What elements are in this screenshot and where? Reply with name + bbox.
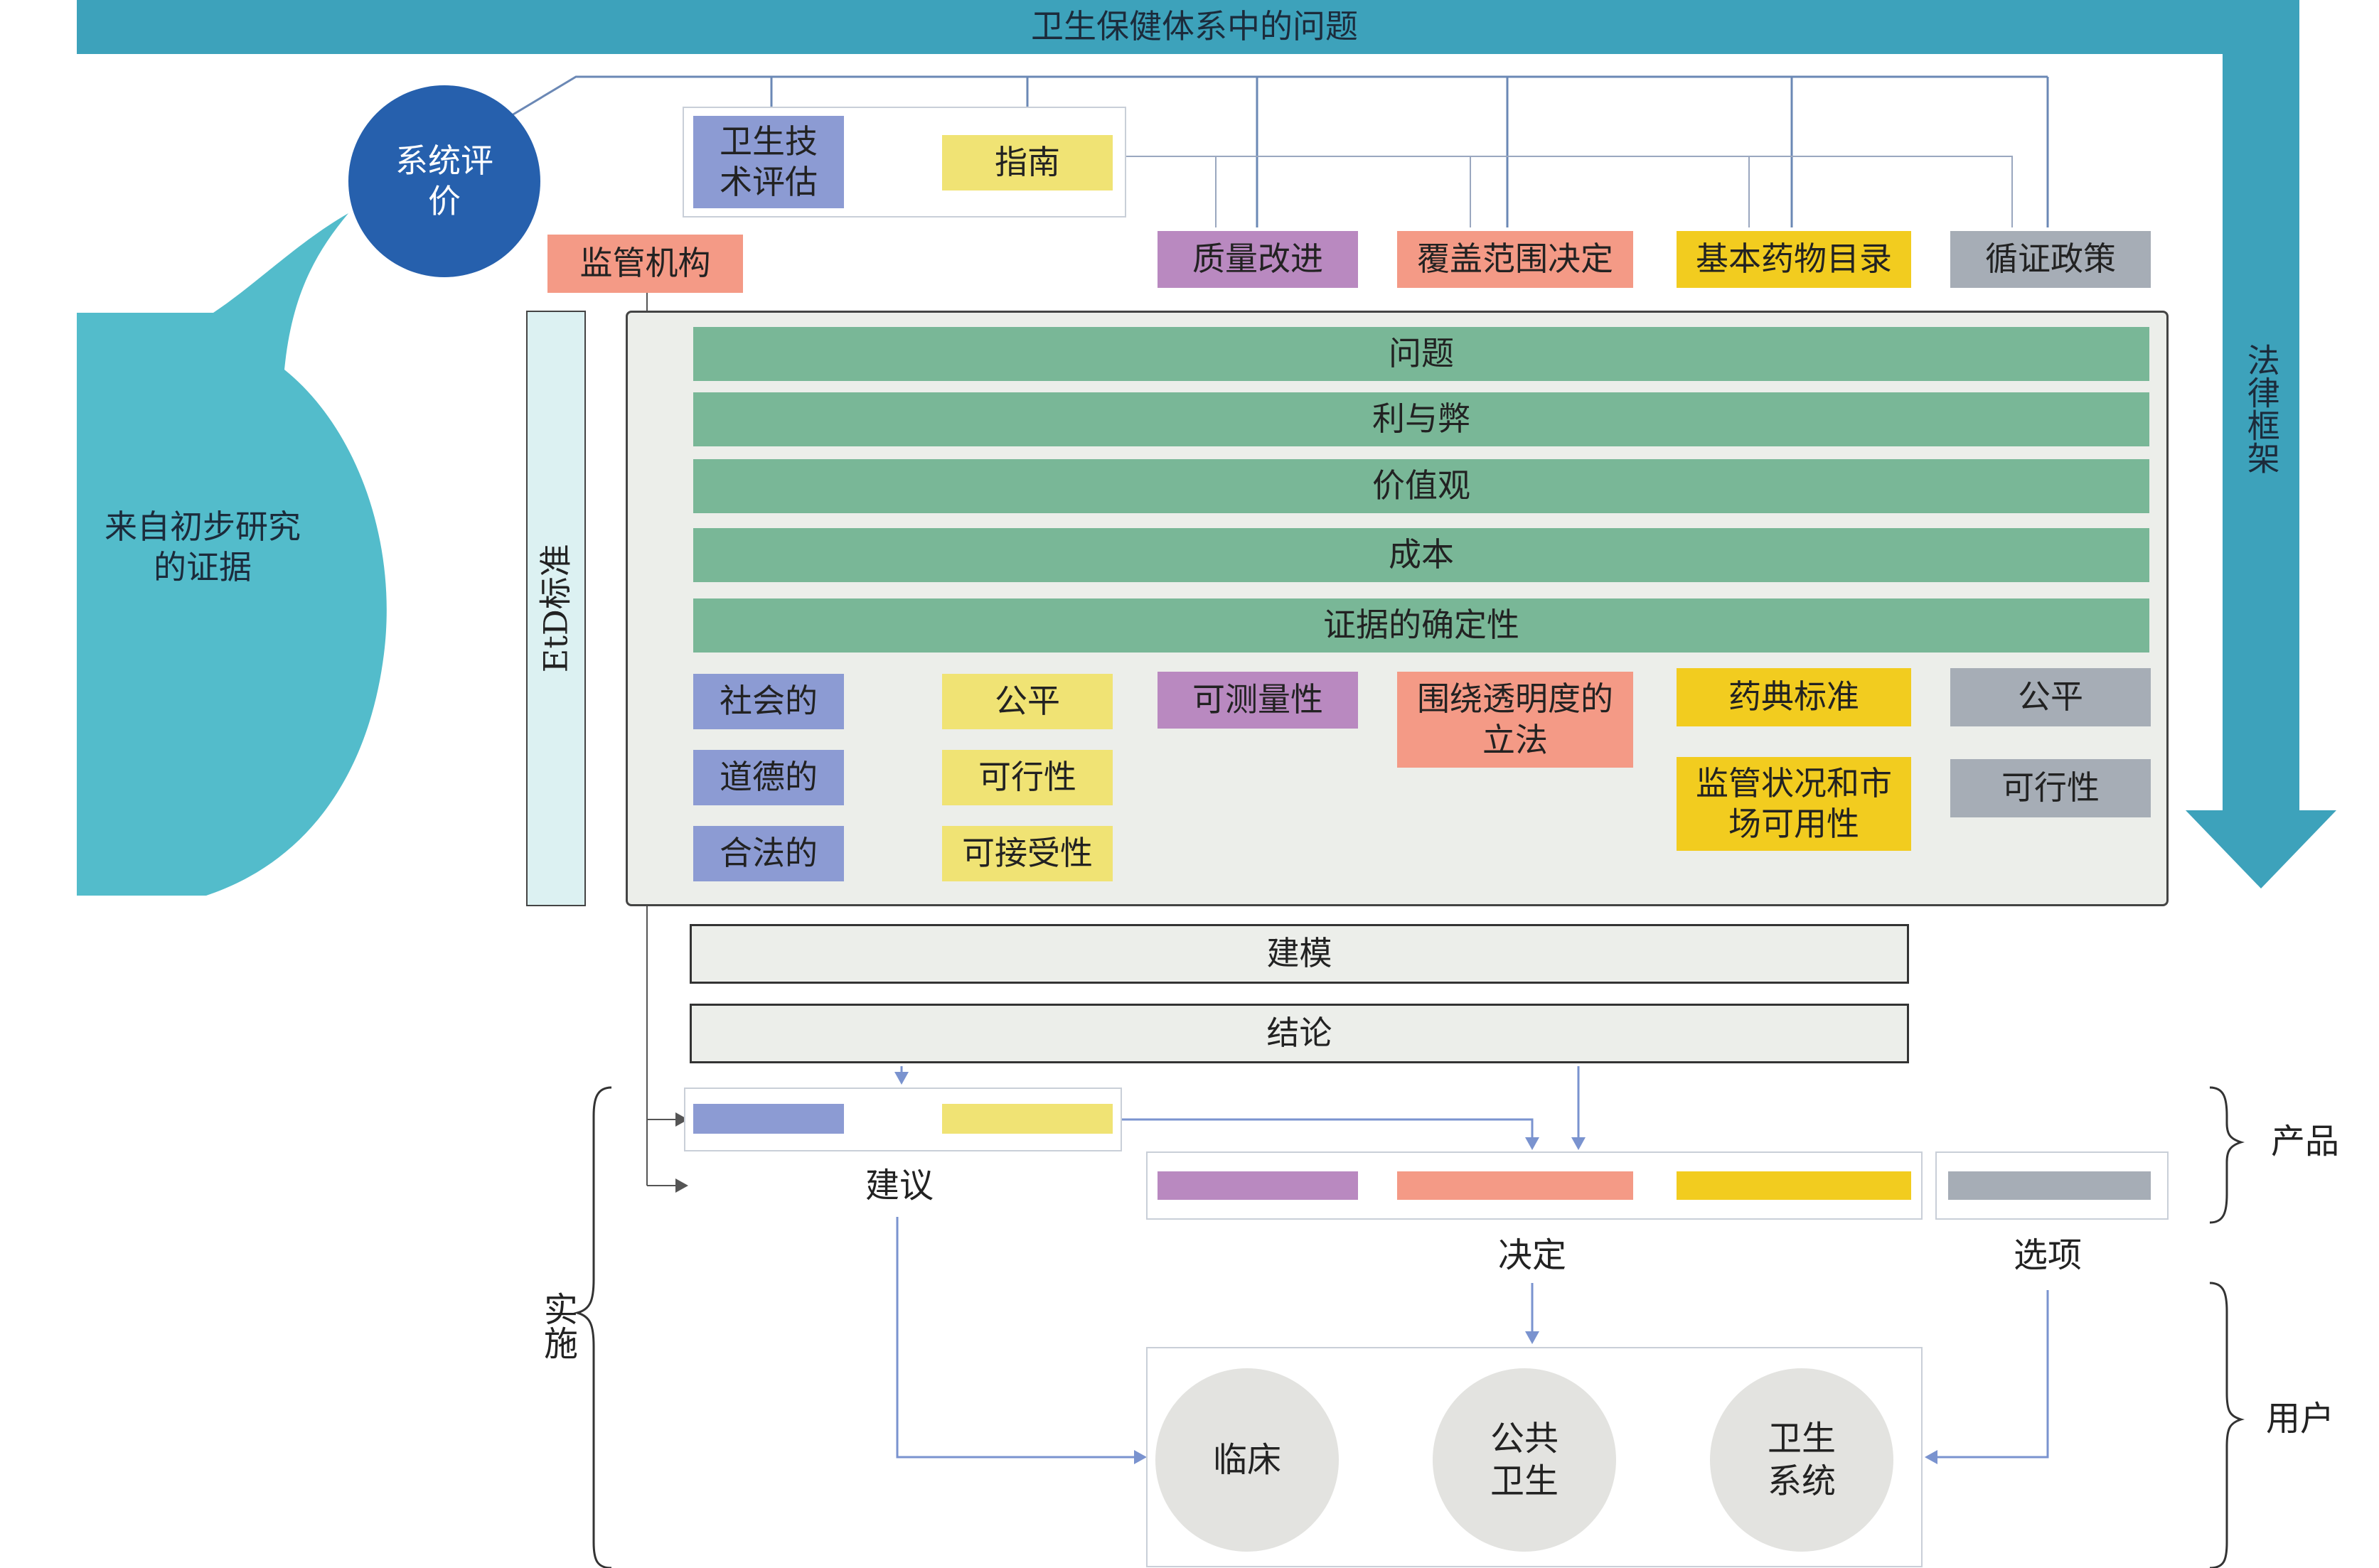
users-label: 用户 [2265, 1399, 2334, 1439]
criterion-legal: 合法的 [693, 826, 844, 881]
criterion-equity: 公平 [942, 674, 1113, 729]
criterion-ethical: 道德的 [693, 750, 844, 805]
criterion-transparency-legislation: 围绕透明度的立法 [1397, 672, 1633, 768]
options-swatch-policy [1948, 1171, 2151, 1200]
recommendation-label: 建议 [865, 1166, 934, 1205]
products-label: 产品 [2270, 1122, 2339, 1161]
coverage-decision-box: 覆盖范围决定 [1397, 231, 1633, 288]
quality-improvement-box: 质量改进 [1158, 231, 1358, 288]
etd-bar-cost: 成本 [693, 528, 2149, 582]
essential-medicines-box: 基本药物目录 [1677, 231, 1911, 288]
etd-bar-benefits-harms: 利与弊 [693, 392, 2149, 446]
decision-swatch-coverage [1397, 1171, 1633, 1200]
evidence-bubble-shape [77, 213, 387, 896]
criterion-feasibility-policy: 可行性 [1950, 759, 2151, 817]
criterion-feasibility: 可行性 [942, 750, 1113, 805]
decision-swatch-quality [1158, 1171, 1358, 1200]
etd-bar-problem: 问题 [693, 327, 2149, 381]
criterion-acceptability: 可接受性 [942, 826, 1113, 881]
implementation-label: 实施 [538, 1292, 577, 1360]
criterion-measurability: 可测量性 [1158, 672, 1358, 729]
decision-swatch-essential-meds [1677, 1171, 1911, 1200]
guideline-box: 指南 [942, 135, 1113, 190]
user-public-health-label: 公共卫生 [1490, 1419, 1559, 1501]
conclusion-bar: 结论 [690, 1004, 1909, 1063]
primary-evidence-label: 来自初步研究的证据 [105, 507, 301, 587]
etd-criteria-label: EtD标准 [536, 544, 575, 673]
regulator-box: 监管机构 [547, 235, 743, 293]
systematic-review-circle: 系统评价 [348, 85, 540, 277]
etd-bar-certainty: 证据的确定性 [693, 598, 2149, 653]
decision-label: 决定 [1497, 1235, 1566, 1275]
etd-bar-values: 价值观 [693, 459, 2149, 513]
criterion-pharmacopoeia: 药典标准 [1677, 668, 1911, 726]
options-label: 选项 [2013, 1235, 2082, 1275]
modeling-bar: 建模 [690, 924, 1909, 984]
systematic-review-label: 系统评价 [395, 141, 493, 221]
user-clinical: 临床 [1155, 1368, 1339, 1552]
user-health-system: 卫生系统 [1710, 1368, 1893, 1552]
user-clinical-label: 临床 [1212, 1440, 1281, 1480]
legal-framework-label: 法律框架 [2242, 343, 2281, 474]
user-public-health: 公共卫生 [1433, 1368, 1616, 1552]
header-title: 卫生保健体系中的问题 [1031, 7, 1358, 46]
recommendation-swatch-hta [693, 1104, 844, 1134]
user-health-system-label: 卫生系统 [1767, 1419, 1836, 1501]
criterion-regulatory-market: 监管状况和市场可用性 [1677, 757, 1911, 851]
evidence-based-policy-box: 循证政策 [1950, 231, 2151, 288]
hta-box: 卫生技术评估 [693, 116, 844, 208]
criterion-social: 社会的 [693, 674, 844, 729]
recommendation-swatch-guideline [942, 1104, 1113, 1134]
etd-criteria-panel: EtD标准 [526, 311, 586, 906]
criterion-equity-policy: 公平 [1950, 668, 2151, 726]
